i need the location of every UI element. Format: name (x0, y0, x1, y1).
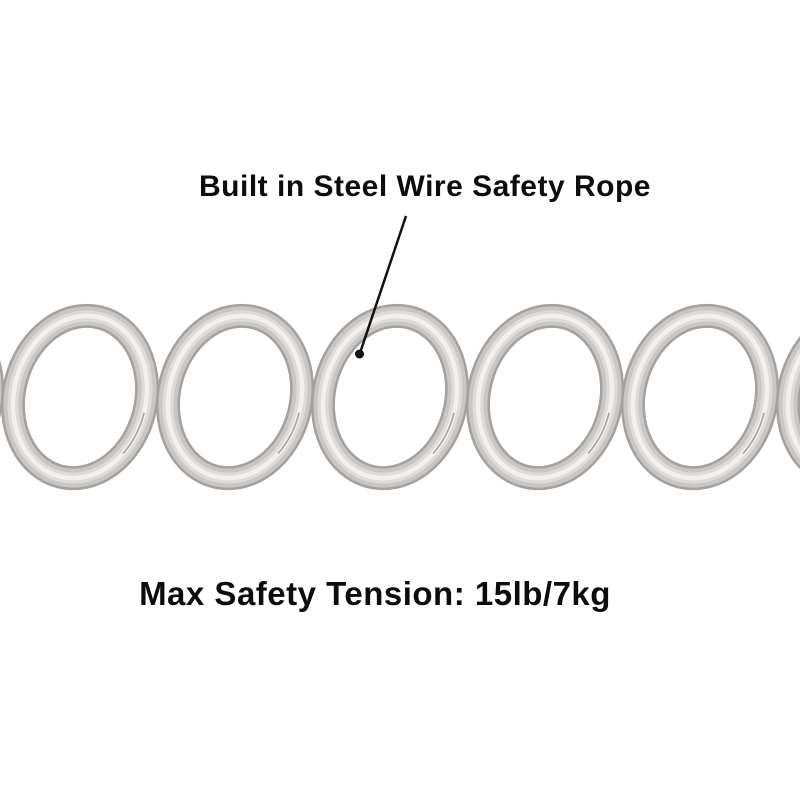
coil-loop (155, 303, 315, 491)
annotation-dot (355, 349, 364, 359)
coil (0, 303, 800, 491)
annotation-line (359, 215, 408, 351)
coil-loop (775, 303, 800, 491)
caption-text: Max Safety Tension: 15lb/7kg (139, 575, 611, 612)
annotation-arrow (355, 215, 408, 359)
coil-loop (620, 303, 780, 491)
coil-loop (310, 303, 470, 491)
coil-loop (0, 303, 160, 491)
annotation-label: Built in Steel Wire Safety Rope (199, 170, 651, 203)
coil-loop (465, 303, 625, 491)
